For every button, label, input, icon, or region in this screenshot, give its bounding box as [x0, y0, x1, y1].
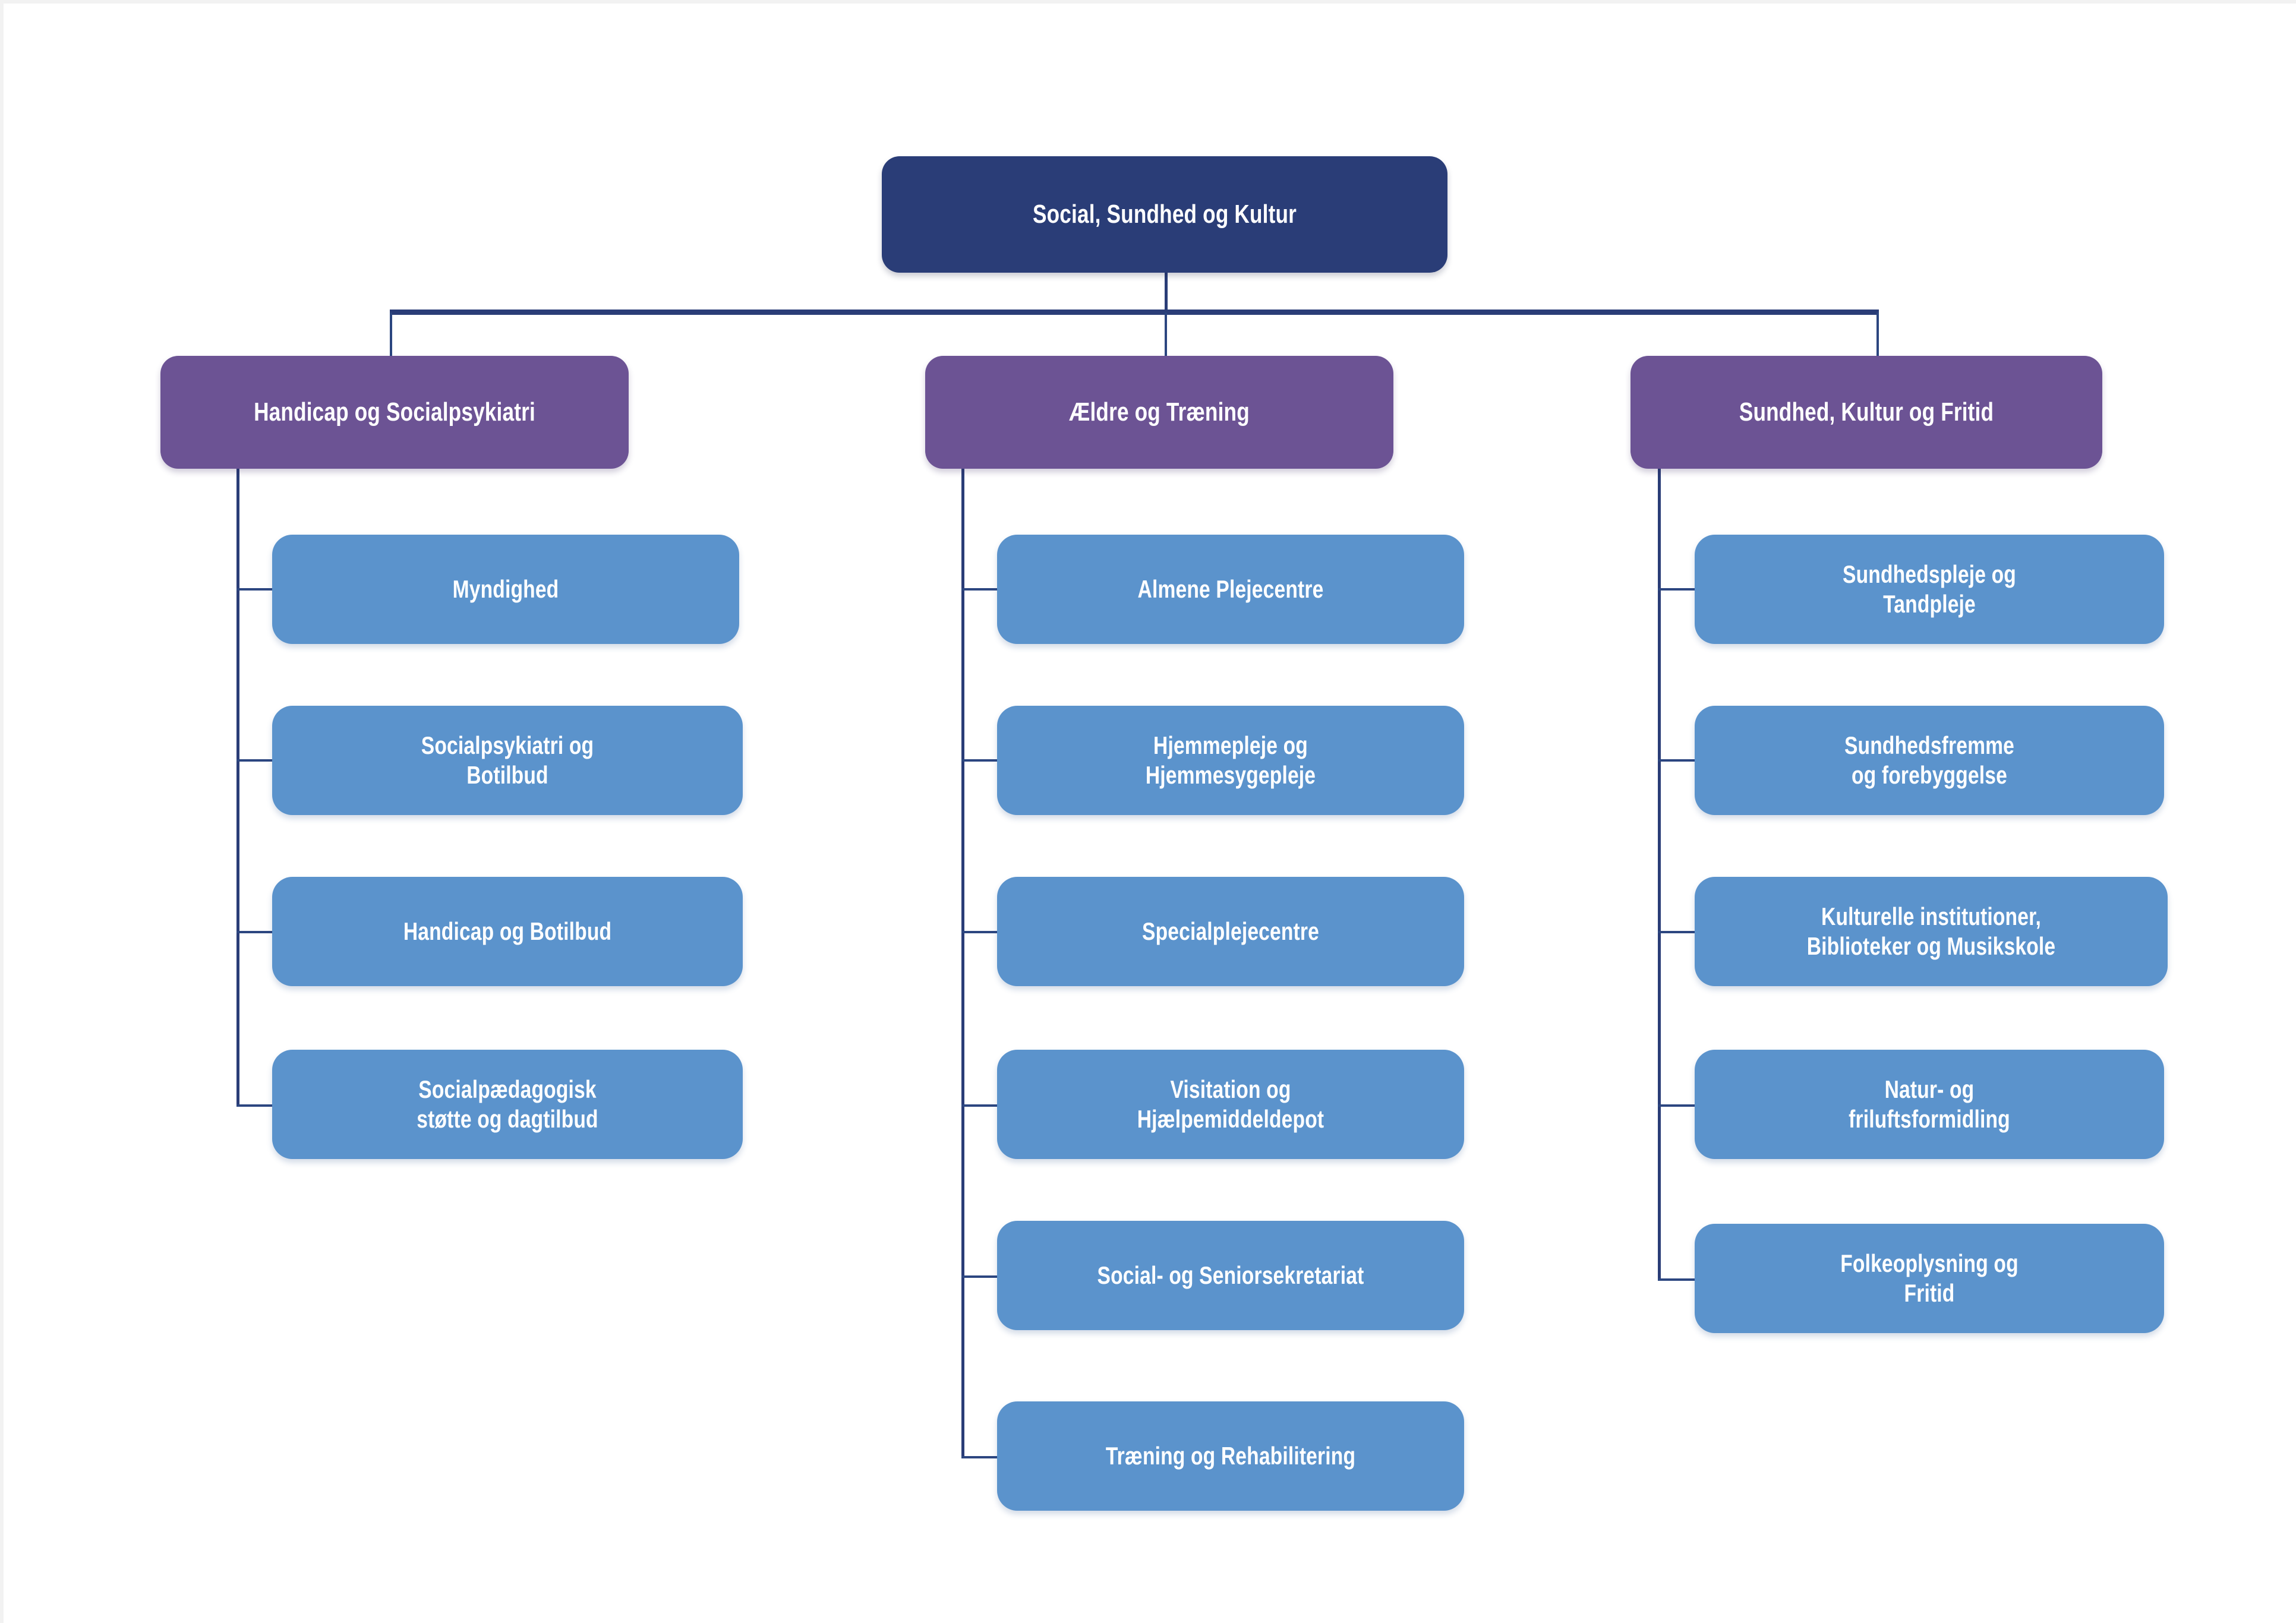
node-unit-sundhedsfremme-og-forebyggelse[interactable]: Sundhedsfremme og forebyggelse [1695, 706, 2164, 815]
node-unit-specialplejecentre[interactable]: Specialplejecentre [997, 877, 1464, 986]
node-unit-sundhedspleje-og-tandpleje[interactable]: Sundhedspleje og Tandpleje [1695, 535, 2164, 644]
node-label: Træning og Rehabilitering [1105, 1442, 1356, 1470]
node-division-sundhed-kultur-og-fritid[interactable]: Sundhed, Kultur og Fritid [1630, 356, 2102, 469]
node-unit-hjemmepleje-og-hjemmesygepleje[interactable]: Hjemmepleje og Hjemmesygepleje [997, 706, 1464, 815]
connector-stub-2-6 [961, 1456, 998, 1458]
node-unit-social-og-seniorsekretariat[interactable]: Social- og Seniorsekretariat [997, 1221, 1464, 1330]
node-unit-natur-og-friluftsformidling[interactable]: Natur- og friluftsformidling [1695, 1050, 2164, 1159]
connector-drop-division-2 [1165, 312, 1167, 357]
connector-root-stem [1165, 271, 1168, 312]
node-label: Specialplejecentre [1142, 917, 1319, 946]
connector-stub-2-3 [961, 931, 998, 933]
node-unit-socialpaedagogisk-stoette-og-dagtilbud[interactable]: Socialpædagogisk støtte og dagtilbud [272, 1050, 743, 1159]
connector-stub-3-5 [1658, 1278, 1695, 1281]
node-division-handicap-og-socialpsykiatri[interactable]: Handicap og Socialpsykiatri [160, 356, 629, 469]
connector-drop-division-1 [390, 312, 392, 357]
node-label: Socialpædagogisk støtte og dagtilbud [417, 1075, 598, 1133]
node-label: Folkeoplysning og Fritid [1840, 1249, 2019, 1307]
node-label: Handicap og Botilbud [403, 917, 612, 946]
node-label: Ældre og Træning [1069, 397, 1250, 427]
node-unit-folkeoplysning-og-fritid[interactable]: Folkeoplysning og Fritid [1695, 1224, 2164, 1333]
connector-rail-division-1 [236, 464, 239, 1107]
node-label: Social, Sundhed og Kultur [1033, 200, 1297, 229]
node-label: Sundhed, Kultur og Fritid [1739, 397, 1994, 427]
node-label: Almene Plejecentre [1137, 575, 1324, 604]
node-label: Social- og Seniorsekretariat [1097, 1261, 1364, 1290]
connector-stub-2-2 [961, 759, 998, 762]
node-unit-almene-plejecentre[interactable]: Almene Plejecentre [997, 535, 1464, 644]
connector-stub-2-5 [961, 1275, 998, 1278]
node-label: Sundhedsfremme og forebyggelse [1844, 731, 2015, 789]
node-label: Handicap og Socialpsykiatri [254, 397, 535, 427]
connector-stub-2-4 [961, 1104, 998, 1107]
connector-division-bus [390, 310, 1879, 315]
connector-stub-3-1 [1658, 588, 1695, 591]
node-root-social-sundhed-og-kultur[interactable]: Social, Sundhed og Kultur [882, 156, 1447, 273]
connector-stub-3-3 [1658, 931, 1695, 933]
connector-drop-division-3 [1876, 312, 1879, 357]
connector-stub-1-4 [236, 1104, 273, 1107]
connector-stub-1-2 [236, 759, 273, 762]
node-label: Sundhedspleje og Tandpleje [1843, 560, 2016, 618]
node-label: Socialpsykiatri og Botilbud [421, 731, 594, 789]
connector-stub-3-2 [1658, 759, 1695, 762]
connector-stub-1-1 [236, 588, 273, 591]
connector-stub-2-1 [961, 588, 998, 591]
node-label: Visitation og Hjælpemiddeldepot [1137, 1075, 1324, 1133]
node-unit-traening-og-rehabilitering[interactable]: Træning og Rehabilitering [997, 1401, 1464, 1511]
node-division-aeldre-og-traening[interactable]: Ældre og Træning [925, 356, 1393, 469]
node-label: Myndighed [452, 575, 559, 604]
node-unit-myndighed[interactable]: Myndighed [272, 535, 739, 644]
node-unit-socialpsykiatri-og-botilbud[interactable]: Socialpsykiatri og Botilbud [272, 706, 743, 815]
node-label: Kulturelle institutioner, Biblioteker og… [1806, 902, 2056, 960]
node-unit-handicap-og-botilbud[interactable]: Handicap og Botilbud [272, 877, 743, 986]
connector-rail-division-3 [1658, 464, 1661, 1281]
connector-stub-3-4 [1658, 1104, 1695, 1107]
connector-rail-division-2 [961, 464, 964, 1458]
node-unit-visitation-og-hjaelpemiddeldepot[interactable]: Visitation og Hjælpemiddeldepot [997, 1050, 1464, 1159]
connector-stub-1-3 [236, 931, 273, 933]
node-label: Natur- og friluftsformidling [1849, 1075, 2010, 1133]
node-unit-kulturelle-institutioner-biblioteker-og-musikskole[interactable]: Kulturelle institutioner, Biblioteker og… [1695, 877, 2168, 986]
node-label: Hjemmepleje og Hjemmesygepleje [1145, 731, 1316, 789]
